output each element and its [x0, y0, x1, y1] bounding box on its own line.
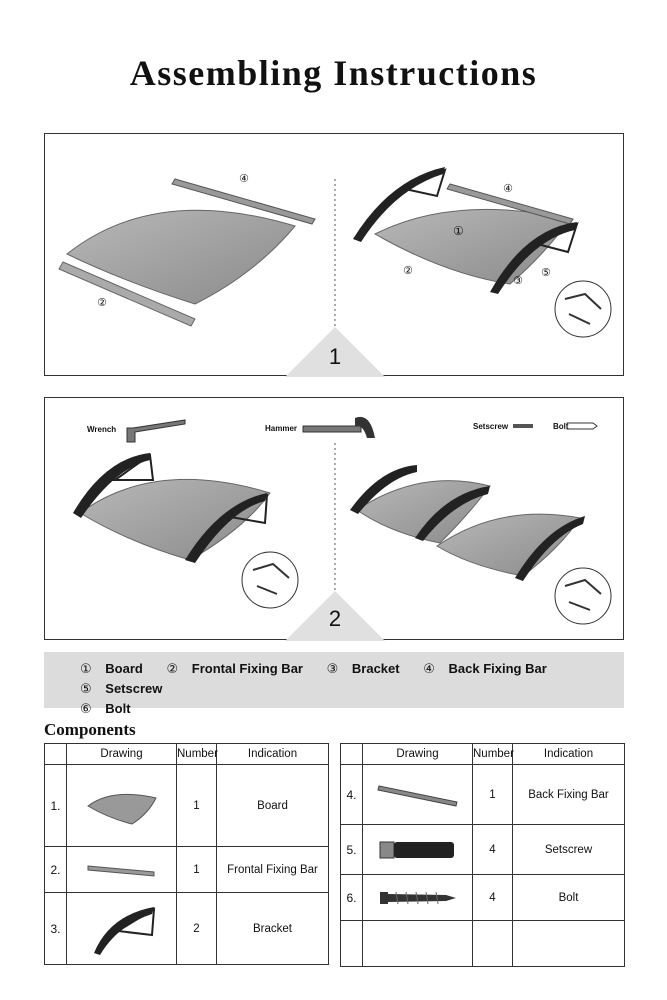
hammer-label: Hammer [265, 424, 298, 433]
legend-item-back-fixing-bar: ④ Back Fixing Bar [423, 661, 547, 676]
drawing-header: Drawing [66, 743, 177, 765]
callout-frontal-bar-right: ② [403, 265, 413, 277]
legend-item-frontal-fixing-bar: ② Frontal Fixing Bar [166, 661, 303, 676]
callout-back-bar-left: ④ [239, 173, 249, 185]
parts-legend: ① Board ② Frontal Fixing Bar ③ Bracket ④… [44, 652, 624, 716]
legend-item-setscrew: ⑤ Setscrew [80, 681, 163, 696]
back-bar-icon [362, 764, 473, 825]
bolt-label: Bolt [553, 422, 569, 431]
wrench-label: Wrench [87, 425, 117, 434]
indication-header: Indication [216, 743, 329, 765]
components-table-right: Drawing Number Indication 4. 1 Back Fixi… [340, 743, 625, 967]
number-header: Number [176, 743, 218, 765]
bracket-icon [66, 892, 177, 965]
table-row: 3. 2 Bracket [44, 892, 329, 965]
table-row-empty [340, 920, 625, 967]
step-1-illustration [58, 167, 612, 377]
step-2-panel: Wrench Hammer Setscrew Bolt 2 [44, 397, 624, 641]
table-row: 2. 1 Frontal Fixing Bar [44, 846, 329, 893]
step-1-panel: ④ ① ② ④ ② ③ ⑤ 1 [44, 133, 624, 377]
setscrew-icon [362, 824, 473, 875]
table-row: 4. 1 Back Fixing Bar [340, 764, 625, 825]
components-title: Components [44, 720, 136, 739]
board-icon [66, 764, 177, 847]
bolt-icon [362, 874, 473, 921]
drawing-header: Drawing [362, 743, 473, 765]
table-row: 6. 4 Bolt [340, 874, 625, 921]
callout-board-right: ① [453, 224, 464, 238]
table-header-row: Drawing Number Indication [44, 743, 329, 765]
index-header [340, 743, 363, 765]
callout-frontal-bar-left: ② [97, 297, 107, 309]
table-row: 5. 4 Setscrew [340, 824, 625, 875]
page-title: Assembling Instructions [129, 53, 538, 93]
index-header [44, 743, 67, 765]
step-2-number: 2 [328, 606, 342, 631]
setscrew-label: Setscrew [473, 422, 509, 431]
callout-bracket-right: ③ [513, 275, 523, 287]
frontal-bar-icon [66, 846, 177, 893]
step-2-illustration [73, 416, 612, 641]
callout-setscrew-right: ⑤ [541, 267, 551, 279]
number-header: Number [472, 743, 514, 765]
step-1-number: 1 [328, 344, 342, 369]
indication-header: Indication [512, 743, 625, 765]
legend-item-bolt: ⑥ Bolt [80, 701, 131, 716]
callout-back-bar-right: ④ [503, 183, 513, 195]
components-table-left: Drawing Number Indication 1. 1 Board 2. … [44, 743, 329, 965]
table-row: 1. 1 Board [44, 764, 329, 847]
table-header-row: Drawing Number Indication [340, 743, 625, 765]
legend-item-bracket: ③ Bracket [326, 661, 400, 676]
legend-item-board: ① Board [80, 661, 143, 676]
